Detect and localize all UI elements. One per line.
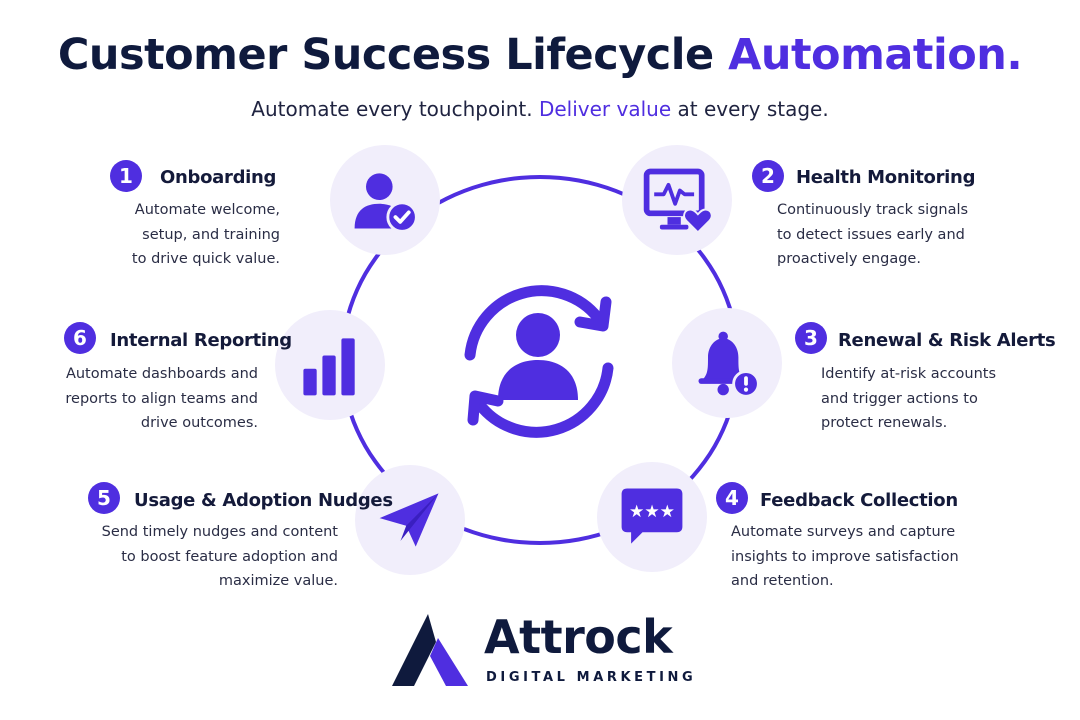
stage-desc-onboarding: Automate welcome, setup, and training to…: [40, 198, 280, 272]
title-main: Customer Success Lifecycle: [57, 30, 729, 80]
node-usage-nudges: [355, 465, 465, 575]
user-refresh-icon: [430, 260, 650, 460]
stage-number-5: 5: [88, 482, 120, 514]
stage-title-onboarding: Onboarding: [160, 167, 277, 188]
stage-number-2: 2: [752, 160, 784, 192]
brand-name: Attrock: [484, 610, 673, 664]
stage-number-6: 6: [64, 322, 96, 354]
paper-plane-icon: [379, 493, 439, 547]
desc-line: Automate dashboards and: [65, 366, 258, 382]
desc-line: Send timely nudges and content: [101, 524, 338, 540]
page-title: Customer Success Lifecycle Automation.: [0, 30, 1080, 80]
desc-line: Continuously track signals: [777, 202, 969, 218]
desc-line: setup, and training: [142, 226, 280, 243]
subtitle-post: at every stage.: [671, 97, 829, 121]
desc-line: to drive quick value.: [131, 251, 280, 267]
desc-line: drive outcomes.: [140, 415, 258, 431]
subtitle-pre: Automate every touchpoint.: [251, 97, 539, 121]
desc-line: reports to align teams and: [65, 390, 258, 407]
svg-text:★★★: ★★★: [629, 502, 675, 522]
stage-title-renewal-risk: Renewal & Risk Alerts: [838, 330, 1056, 351]
desc-line: Automate welcome,: [134, 202, 280, 218]
subtitle-accent: Deliver value: [538, 97, 672, 121]
node-feedback: ★★★: [597, 462, 707, 572]
stage-number-4: 4: [716, 482, 748, 514]
desc-line: insights to improve satisfaction: [731, 548, 959, 565]
bar-chart-icon: [303, 338, 355, 396]
attrock-mark-icon: [392, 614, 468, 686]
desc-line: to detect issues early and: [777, 226, 965, 243]
stage-desc-usage-nudges: Send timely nudges and content to boost …: [98, 520, 338, 594]
brand-tagline: DIGITAL MARKETING: [486, 670, 697, 685]
desc-line: maximize value.: [218, 573, 338, 589]
stage-number-3: 3: [795, 322, 827, 354]
stage-title-usage-nudges: Usage & Adoption Nudges: [134, 490, 393, 511]
stage-desc-health-monitoring: Continuously track signals to detect iss…: [777, 198, 1017, 272]
stage-title-feedback: Feedback Collection: [760, 490, 958, 511]
stage-number-1: 1: [110, 160, 142, 192]
brand-logo: Attrock DIGITAL MARKETING: [388, 610, 693, 690]
node-onboarding: [330, 145, 440, 255]
node-internal-reporting: [275, 310, 385, 420]
monitor-heartbeat-icon: [643, 168, 713, 234]
user-check-icon: [354, 173, 418, 233]
title-accent: Automation.: [728, 30, 1023, 80]
desc-line: to boost feature adoption and: [121, 548, 338, 565]
stage-desc-internal-reporting: Automate dashboards and reports to align…: [18, 362, 258, 436]
stage-desc-feedback: Automate surveys and capture insights to…: [731, 520, 971, 594]
bell-alert-icon: [698, 331, 760, 398]
desc-line: proactively engage.: [777, 251, 921, 267]
desc-line: and trigger actions to: [821, 390, 978, 407]
desc-line: Automate surveys and capture: [731, 524, 956, 540]
desc-line: and retention.: [731, 573, 834, 589]
page-subtitle: Automate every touchpoint. Deliver value…: [0, 97, 1080, 121]
stage-title-health-monitoring: Health Monitoring: [796, 167, 976, 188]
stage-desc-renewal-risk: Identify at-risk accounts and trigger ac…: [821, 362, 1061, 436]
stage-title-internal-reporting: Internal Reporting: [110, 330, 292, 351]
desc-line: Identify at-risk accounts: [821, 366, 997, 382]
rating-chat-icon: ★★★: [621, 488, 683, 544]
node-renewal-risk: [672, 308, 782, 418]
desc-line: protect renewals.: [821, 415, 948, 431]
node-health-monitoring: [622, 145, 732, 255]
